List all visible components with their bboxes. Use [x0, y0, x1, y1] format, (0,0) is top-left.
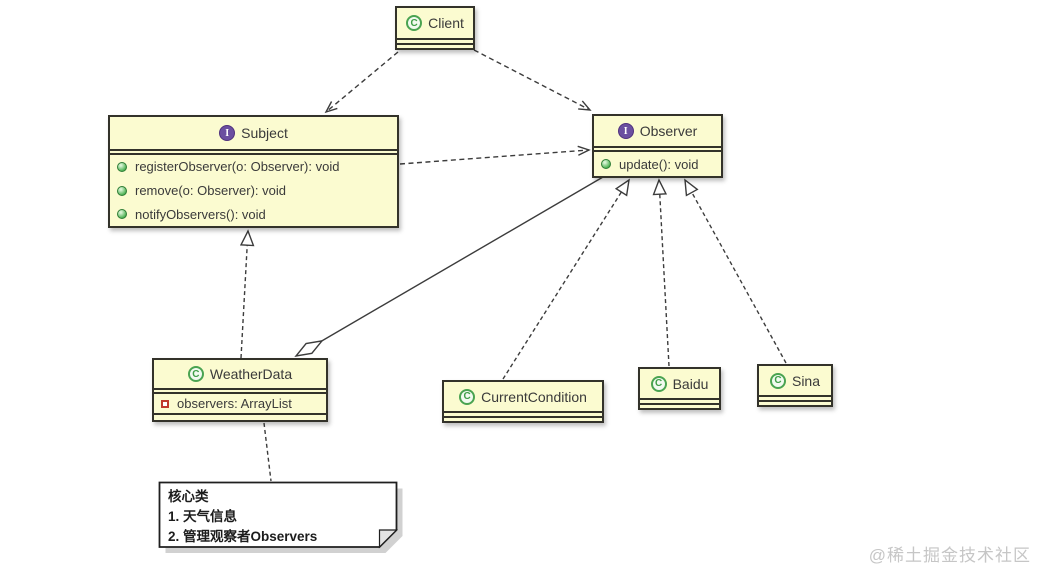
note-fold-corner: [378, 529, 398, 549]
method-icon: [117, 161, 127, 172]
watermark: @稀土掘金技术社区: [868, 546, 1031, 565]
class-client-title: C Client: [397, 8, 473, 38]
class-currentcondition-name: CurrentCondition: [481, 388, 587, 405]
compartment-divider: [444, 411, 602, 413]
realization-baidu-observer: [652, 178, 670, 367]
class-weatherdata: C WeatherData observers: ArrayList: [152, 358, 328, 422]
class-weatherdata-title: C WeatherData: [154, 360, 326, 388]
class-icon: C: [769, 372, 786, 389]
class-baidu-title: C Baidu: [640, 369, 719, 398]
realization-currentcondition-observer: [502, 178, 630, 380]
class-sina-name: Sina: [791, 372, 821, 389]
class-currentcondition-title: C CurrentCondition: [444, 382, 602, 411]
class-client: C Client: [395, 6, 475, 50]
class-weatherdata-name: WeatherData: [209, 366, 293, 382]
note-shape: [158, 481, 403, 553]
compartment-divider: [594, 146, 721, 152]
empty-methods-compartment: [759, 402, 831, 405]
note: 核心类 1. 天气信息 2. 管理观察者Observers: [168, 487, 317, 547]
method-label: remove(o: Observer): void: [135, 183, 286, 198]
interface-observer-title: I Observer: [594, 116, 721, 146]
compartment-divider: [154, 413, 326, 415]
interface-subject: I Subject registerObserver(o: Observer):…: [108, 115, 399, 228]
empty-methods-compartment: [444, 418, 602, 421]
aggregation-weatherdata-observer: [294, 176, 604, 357]
dependency-subject-observer: [399, 145, 591, 165]
field-icon: [161, 399, 169, 408]
realization-weatherdata-subject: [239, 229, 255, 359]
class-icon: C: [650, 375, 667, 392]
class-icon: C: [406, 15, 423, 31]
method-icon: [117, 209, 127, 220]
method-label: registerObserver(o: Observer): void: [135, 159, 340, 175]
method-row: remove(o: Observer): void: [110, 179, 397, 203]
interface-subject-title: I Subject: [110, 117, 397, 149]
interface-icon: I: [617, 123, 634, 139]
compartment-divider: [444, 416, 602, 418]
interface-icon: I: [219, 125, 236, 141]
interface-observer: I Observer update(): void: [592, 114, 723, 178]
field-label: observers: ArrayList: [177, 396, 292, 411]
compartment-divider: [110, 149, 397, 155]
compartment-divider: [640, 398, 719, 400]
compartment-divider: [759, 400, 831, 402]
compartment-divider: [640, 403, 719, 405]
class-icon: C: [187, 366, 204, 382]
method-row: notifyObservers(): void: [110, 202, 397, 226]
note-line: 核心类: [168, 489, 209, 504]
realization-sina-observer: [684, 178, 787, 364]
class-sina-title: C Sina: [759, 366, 831, 395]
method-label: update(): void: [619, 156, 699, 172]
note-line: 2. 管理观察者Observers: [168, 529, 318, 544]
method-icon: [601, 159, 611, 169]
empty-methods-compartment: [397, 45, 473, 48]
method-row: registerObserver(o: Observer): void: [110, 155, 397, 179]
class-client-name: Client: [428, 15, 464, 31]
field-row: observers: ArrayList: [154, 394, 326, 413]
empty-methods-compartment: [640, 405, 719, 408]
method-row: update(): void: [594, 152, 721, 176]
method-label: notifyObservers(): void: [135, 206, 266, 222]
compartment-divider: [759, 395, 831, 397]
compartment-divider: [154, 388, 326, 394]
empty-methods-compartment: [154, 415, 326, 420]
dependency-client-observer: [473, 49, 592, 111]
class-icon: C: [459, 388, 476, 405]
method-icon: [117, 185, 127, 196]
class-baidu: C Baidu: [638, 367, 721, 410]
class-baidu-name: Baidu: [672, 375, 709, 392]
compartment-divider: [397, 43, 473, 45]
dependency-client-subject: [324, 51, 399, 114]
note-line: 1. 天气信息: [168, 509, 238, 524]
class-currentcondition: C CurrentCondition: [442, 380, 604, 423]
interface-observer-name: Observer: [639, 123, 698, 139]
compartment-divider: [397, 38, 473, 40]
interface-subject-name: Subject: [241, 125, 288, 141]
class-sina: C Sina: [757, 364, 833, 407]
note-anchor-weatherdata: [263, 422, 272, 482]
